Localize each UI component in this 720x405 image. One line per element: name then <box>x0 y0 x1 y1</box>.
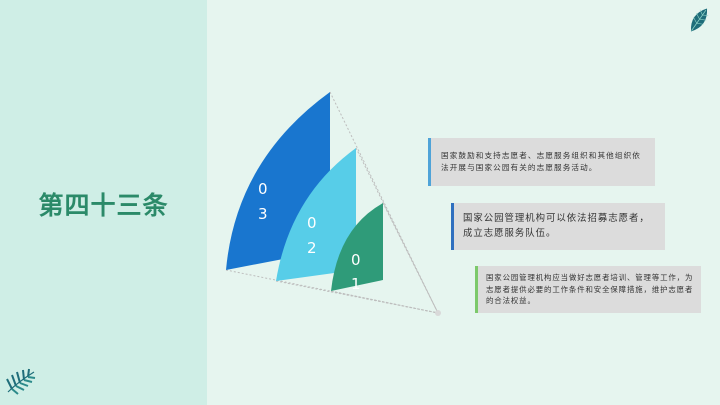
segment-02-label-2: 2 <box>307 239 317 257</box>
guide-lines <box>225 91 439 314</box>
segment-02 <box>276 148 356 281</box>
leaf-icon <box>690 8 709 32</box>
segment-01-label-2: 1 <box>351 275 361 293</box>
text-box-2-content: 国家公园管理机构可以依法招募志愿者，成立志愿服务队伍。 <box>463 212 650 239</box>
segment-01 <box>331 203 383 291</box>
text-box-3: 国家公园管理机构应当做好志愿者培训、管理等工作，为志愿者提供必要的工作条件和安全… <box>475 266 701 313</box>
text-box-2: 国家公园管理机构可以依法招募志愿者，成立志愿服务队伍。 <box>451 203 665 250</box>
left-panel <box>0 0 207 405</box>
text-box-3-content: 国家公园管理机构应当做好志愿者培训、管理等工作，为志愿者提供必要的工作条件和安全… <box>486 273 694 306</box>
text-box-1-content: 国家鼓励和支持志愿者、志愿服务组织和其他组织依法开展与国家公园有关的志愿服务活动… <box>441 151 641 172</box>
segment-02-label-1: 0 <box>307 214 317 232</box>
segment-01-label-1: 0 <box>351 251 361 269</box>
segment-03-label-2: 3 <box>258 205 268 223</box>
text-box-1: 国家鼓励和支持志愿者、志愿服务组织和其他组织依法开展与国家公园有关的志愿服务活动… <box>428 138 655 186</box>
apex-dot <box>435 310 441 316</box>
palm-leaf-icon <box>6 368 36 395</box>
page-title: 第四十三条 <box>38 191 169 220</box>
segment-03-label-1: 0 <box>258 180 268 198</box>
